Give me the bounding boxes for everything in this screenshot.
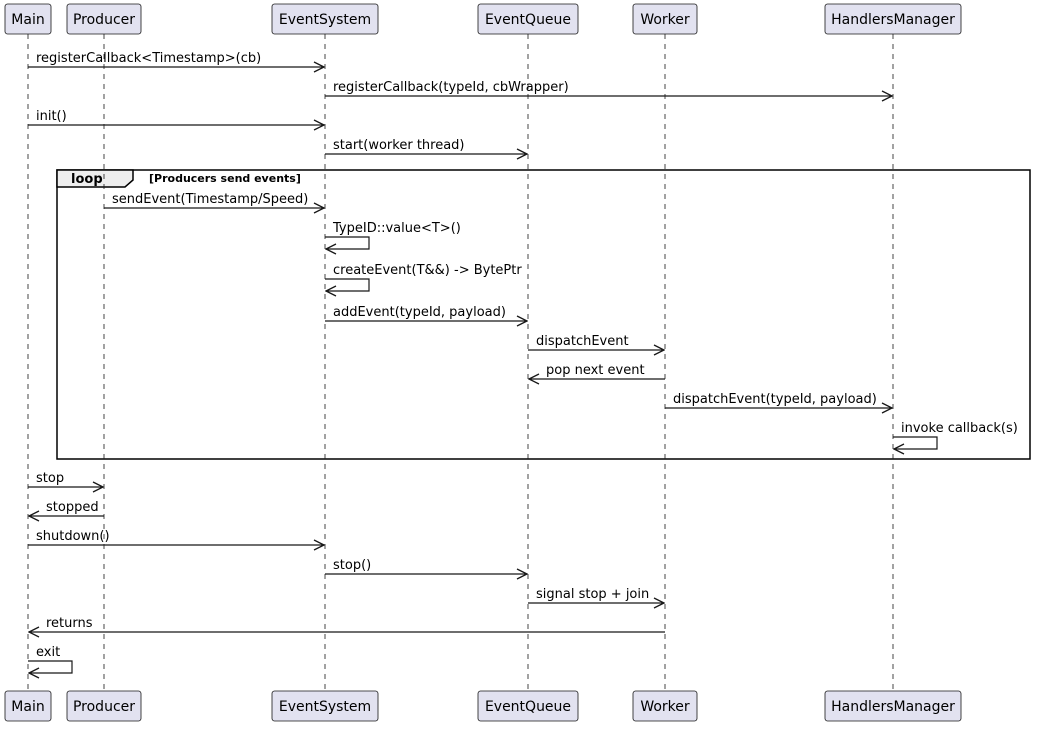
messages-layer: registerCallback<Timestamp>(cb) registerC… [28, 51, 1018, 673]
message-label: returns [46, 616, 93, 631]
participant-label: Main [11, 12, 44, 28]
message-label: registerCallback(typeId, cbWrapper) [333, 80, 569, 95]
loop-layer: loop [Producers send events] [56, 169, 1031, 460]
participant-eventsystem-top: EventSystem [271, 3, 379, 35]
message-label: stop() [333, 558, 371, 573]
message-2: registerCallback(typeId, cbWrapper) [325, 80, 892, 96]
message-15: shutdown() [28, 529, 324, 545]
participant-label: EventQueue [485, 699, 571, 715]
participant-box [4, 3, 52, 35]
loop-frame [56, 169, 1031, 460]
message-10: pop next event [529, 363, 665, 379]
loop-guard: [Producers send events] [149, 172, 301, 185]
message-label: addEvent(typeId, payload) [333, 305, 506, 320]
message-label: dispatchEvent [536, 334, 629, 349]
participant-label: EventSystem [279, 12, 371, 28]
participants-layer: MainMainProducerProducerEventSystemEvent… [4, 3, 962, 722]
participant-label: EventQueue [485, 12, 571, 28]
message-14: stopped [29, 500, 104, 516]
participant-label: Producer [73, 12, 135, 28]
message-label: start(worker thread) [333, 138, 465, 153]
message-11: dispatchEvent(typeId, payload) [665, 392, 892, 408]
participant-label: Worker [640, 12, 690, 28]
participant-label: HandlersManager [831, 12, 955, 28]
message-label: createEvent(T&&) -> BytePtr [333, 263, 522, 278]
message-label: sendEvent(Timestamp/Speed) [112, 192, 308, 207]
lifelines-layer [27, 34, 894, 691]
loop-tab [56, 169, 134, 188]
message-16: stop() [325, 558, 527, 574]
message-arrow [893, 436, 938, 449]
message-13: stop [28, 471, 103, 487]
message-8: addEvent(typeId, payload) [325, 305, 527, 321]
message-1: registerCallback<Timestamp>(cb) [28, 51, 324, 67]
participant-eventsystem-bottom: EventSystem [271, 690, 379, 722]
message-arrow [28, 660, 73, 673]
message-12: invoke callback(s) [893, 421, 1018, 449]
participant-box [824, 3, 962, 35]
message-17: signal stop + join [528, 587, 664, 603]
message-19: exit [28, 645, 73, 673]
message-label: shutdown() [36, 529, 110, 544]
message-label: pop next event [546, 363, 645, 378]
participant-label: HandlersManager [831, 699, 955, 715]
participant-label: Main [11, 699, 44, 715]
message-9: dispatchEvent [528, 334, 664, 350]
message-label: invoke callback(s) [901, 421, 1018, 436]
participant-handlersmanager-top: HandlersManager [824, 3, 962, 35]
loop-keyword: loop [71, 172, 103, 187]
participant-label: Worker [640, 699, 690, 715]
participant-box [632, 3, 698, 35]
message-18: returns [29, 616, 665, 632]
message-label: exit [36, 645, 60, 660]
participant-box [477, 3, 579, 35]
participant-box [66, 3, 142, 35]
participant-producer-bottom: Producer [66, 690, 142, 722]
message-label: dispatchEvent(typeId, payload) [673, 392, 877, 407]
message-label: signal stop + join [536, 587, 649, 602]
participant-label: EventSystem [279, 699, 371, 715]
message-3: init() [28, 109, 324, 125]
participant-box [271, 3, 379, 35]
participant-producer-top: Producer [66, 3, 142, 35]
message-6: TypeID::value<T>() [325, 221, 461, 249]
participant-box [824, 690, 962, 722]
message-label: stopped [46, 500, 99, 515]
participant-box [66, 690, 142, 722]
participant-main-bottom: Main [4, 690, 52, 722]
message-arrow [325, 236, 370, 249]
message-label: init() [36, 109, 67, 124]
participant-eventqueue-bottom: EventQueue [477, 690, 579, 722]
participant-main-top: Main [4, 3, 52, 35]
participant-box [632, 690, 698, 722]
participant-box [271, 690, 379, 722]
participant-worker-top: Worker [632, 3, 698, 35]
message-label: stop [36, 471, 64, 486]
participant-handlersmanager-bottom: HandlersManager [824, 690, 962, 722]
message-5: sendEvent(Timestamp/Speed) [104, 192, 324, 208]
participant-label: Producer [73, 699, 135, 715]
participant-box [477, 690, 579, 722]
participant-box [4, 690, 52, 722]
message-arrow [325, 278, 370, 291]
participant-eventqueue-top: EventQueue [477, 3, 579, 35]
message-4: start(worker thread) [325, 138, 527, 154]
participant-worker-bottom: Worker [632, 690, 698, 722]
message-label: TypeID::value<T>() [332, 221, 461, 236]
message-label: registerCallback<Timestamp>(cb) [36, 51, 261, 66]
message-7: createEvent(T&&) -> BytePtr [325, 263, 522, 291]
